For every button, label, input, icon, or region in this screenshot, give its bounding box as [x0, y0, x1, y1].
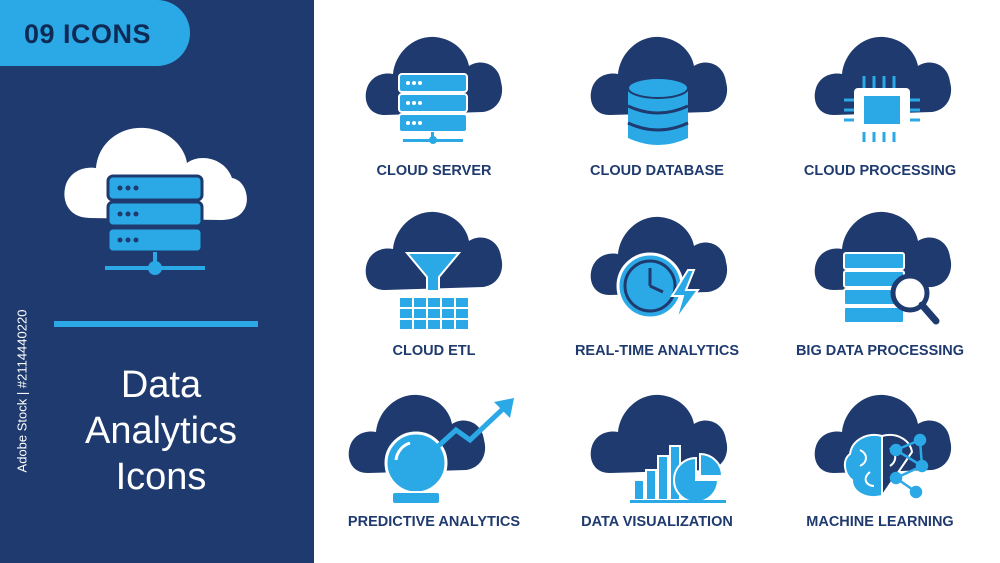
- icon-cell-cloud-etl: [333, 205, 533, 335]
- label-big-data-processing: BIG DATA PROCESSING: [795, 343, 965, 359]
- label-data-visualization: DATA VISUALIZATION: [581, 514, 733, 530]
- title-line-1: Data: [120, 364, 202, 406]
- cloud-processing-icon: [814, 36, 952, 142]
- predictive-analytics-icon: [348, 394, 514, 505]
- page-title: Data Analytics Icons: [56, 362, 266, 500]
- label-cloud-etl: CLOUD ETL: [392, 343, 476, 359]
- label-predictive-analytics: PREDICTIVE ANALYTICS: [347, 514, 521, 530]
- badge-label: 09 ICONS: [24, 19, 152, 49]
- stock-id: Adobe Stock | #2114440220: [12, 309, 32, 472]
- stock-id-text: Adobe Stock | #2114440220: [14, 309, 30, 472]
- hero-cloud-server-icon: [60, 118, 250, 293]
- icon-cell-real-time-analytics: [558, 210, 758, 330]
- machine-learning-icon: [814, 394, 952, 500]
- label-real-time-analytics: REAL-TIME ANALYTICS: [574, 343, 740, 359]
- icon-cell-data-visualization: [558, 388, 758, 508]
- label-cloud-database: CLOUD DATABASE: [590, 163, 724, 179]
- divider-bar: [54, 321, 258, 327]
- icon-cell-machine-learning: [782, 388, 982, 508]
- left-panel: [0, 0, 314, 563]
- real-time-analytics-icon: [590, 216, 728, 321]
- data-visualization-icon: [590, 394, 728, 503]
- label-machine-learning: MACHINE LEARNING: [806, 514, 954, 530]
- cloud-server-icon: [365, 36, 503, 144]
- icon-cell-cloud-processing: [782, 30, 982, 145]
- icon-count-badge: 09 ICONS: [0, 0, 190, 66]
- title-line-2: Analytics: [84, 410, 238, 452]
- icon-cell-cloud-server: [333, 30, 533, 145]
- icon-cell-predictive-analytics: [333, 388, 533, 508]
- title-line-3: Icons: [115, 456, 207, 498]
- label-cloud-processing: CLOUD PROCESSING: [803, 163, 957, 179]
- icon-cell-big-data-processing: [782, 205, 982, 335]
- cloud-etl-icon: [365, 211, 503, 331]
- icon-cell-cloud-database: [558, 30, 758, 145]
- big-data-processing-icon: [814, 211, 952, 325]
- cloud-database-icon: [590, 36, 728, 145]
- label-cloud-server: CLOUD SERVER: [376, 163, 492, 179]
